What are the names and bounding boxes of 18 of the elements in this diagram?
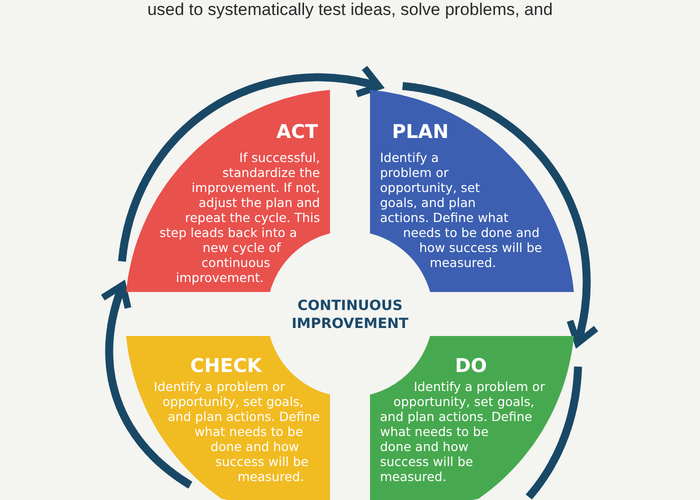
cycle-segment [126,336,330,500]
phase-description: Identify a problem or opportunity, set goals, and plan actions. Define what needs to be done and how success will be measured. [380,379,545,484]
curved-line [526,365,582,500]
curved-arrow [118,64,382,262]
phase-title: PLAN [392,121,449,143]
phase-description: Identify a problem or opportunity, set goals, and plan actions. Define what needs to be done and how success will be measured. [380,150,542,270]
phase-description: Identify a problem or opportunity, set goals, and plan actions. Define what needs to be done and how success will be measured. [154,379,320,484]
cycle-segment [370,89,574,292]
subtitle-text: used to systematically test ideas, solve problems, and [147,0,553,19]
cycle-segment [126,89,330,292]
phase-description: If successful, standardize the improvement. If not, adjust the plan and repeat the cycle. This step leads back into a new cycle of continuous improvement. [159,150,320,285]
curved-arrow [402,82,600,346]
phase-title: DO [455,355,487,377]
phase-title: ACT [276,121,318,143]
phase-title: CHECK [190,355,262,377]
curved-arrow [99,282,193,489]
center-label: CONTINUOUS IMPROVEMENT [292,297,408,333]
cycle-segment [370,336,574,500]
